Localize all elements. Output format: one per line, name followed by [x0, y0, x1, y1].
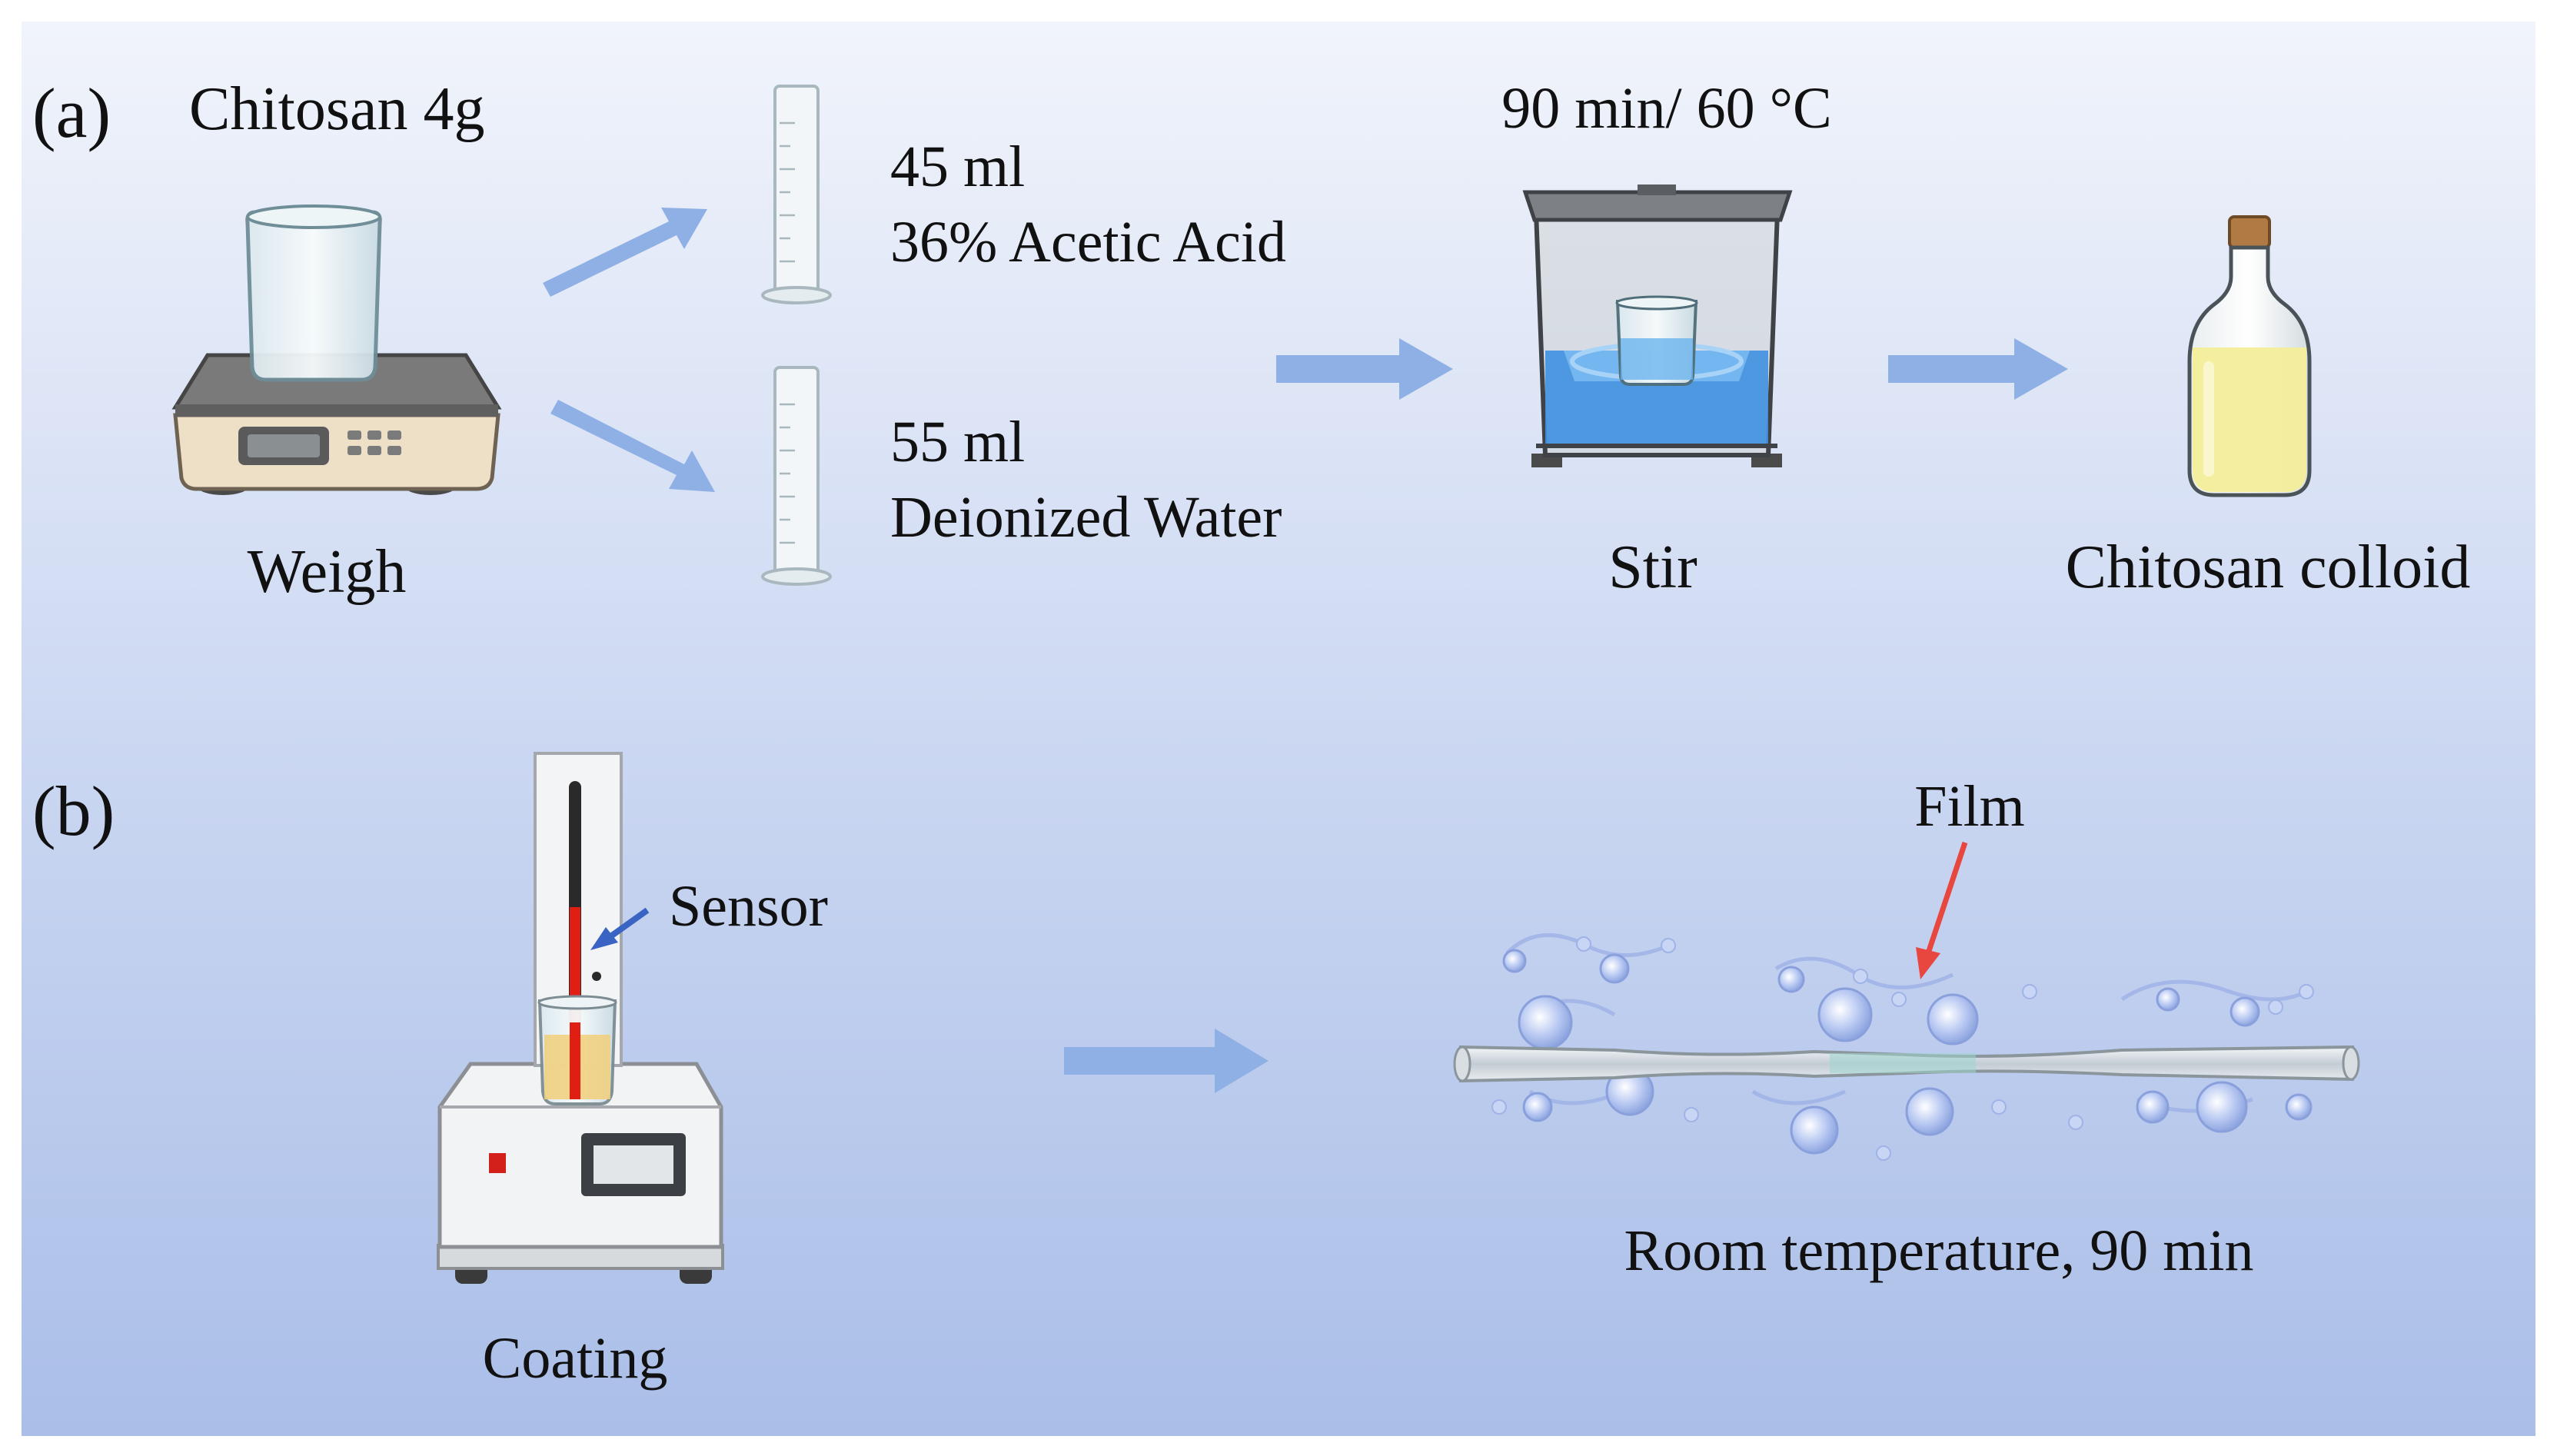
film-pointer-arrow: [1916, 841, 1968, 979]
coating-caption: Coating: [483, 1326, 668, 1391]
acid-name-label: 36% Acetic Acid: [890, 210, 1286, 274]
flow-arrow-to-water: [550, 400, 715, 492]
flow-arrow-to-stir: [1276, 338, 1453, 400]
acid-volume-label: 45 ml: [890, 135, 1025, 199]
water-volume-label: 55 ml: [890, 410, 1025, 474]
scale-with-beaker-icon: [171, 204, 502, 495]
stir-condition-label: 90 min/ 60 °C: [1501, 76, 1831, 141]
flow-arrow-to-film: [1064, 1029, 1269, 1093]
colloid-caption: Chitosan colloid: [2066, 534, 2471, 601]
drying-caption: Room temperature, 90 min: [1624, 1218, 2254, 1283]
coated-fiber-icon: [1453, 1045, 2360, 1083]
acetic-acid-cylinder-icon: [761, 85, 832, 304]
film-label: Film: [1914, 774, 2025, 839]
dip-coater-icon: [437, 752, 724, 1284]
chitosan-molecule-network-icon: [1491, 933, 2314, 1161]
flow-arrow-to-colloid: [1888, 338, 2068, 400]
flow-arrow-to-acid: [543, 208, 707, 297]
weigh-caption: Weigh: [248, 538, 407, 606]
chitosan-amount-label: Chitosan 4g: [189, 75, 484, 143]
stirrer-water-bath-icon: [1522, 184, 1793, 467]
deionized-water-cylinder-icon: [761, 366, 832, 586]
stir-caption: Stir: [1608, 534, 1697, 601]
sensor-pointer-arrow: [590, 907, 650, 950]
panel-b-tag: (b): [32, 772, 115, 850]
colloid-bottle-icon: [2187, 215, 2312, 497]
panel-a-tag: (a): [32, 74, 111, 152]
sensor-label: Sensor: [669, 874, 828, 939]
water-name-label: Deionized Water: [890, 485, 1282, 550]
